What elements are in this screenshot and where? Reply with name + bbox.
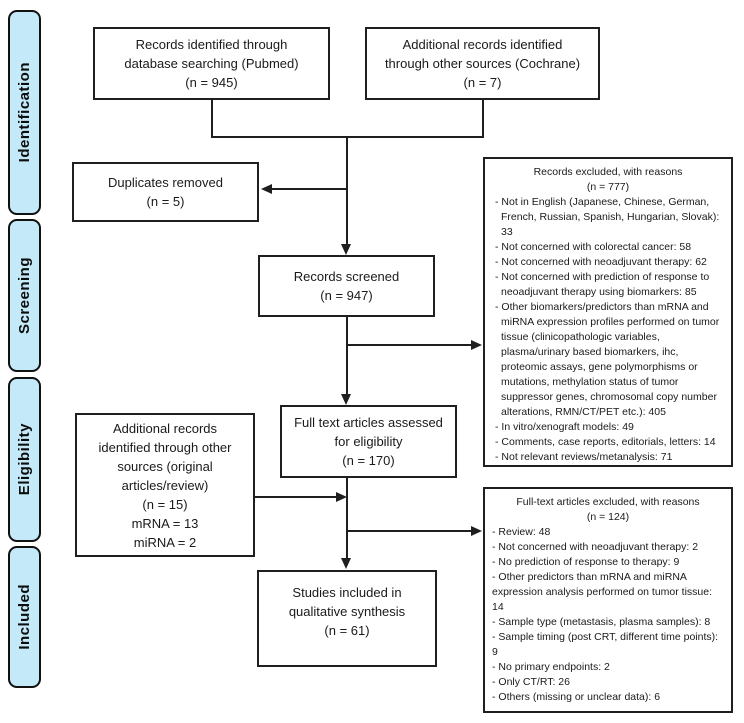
- box-full-text-excluded: Full-text articles excluded, with reason…: [483, 487, 733, 713]
- box-title-line: (n = 124): [586, 511, 630, 523]
- exclusion-reason: - No prediction of response to therapy: …: [492, 556, 680, 568]
- box-text-line: Studies included in: [292, 585, 402, 600]
- exclusion-reason: - Not concerned with prediction of respo…: [495, 271, 710, 298]
- box-text-line: miRNA = 2: [133, 534, 197, 550]
- box-text-line: (n = 15): [142, 496, 188, 512]
- exclusion-reason: - Not concerned with colorectal cancer: …: [495, 241, 692, 253]
- exclusion-reason: - Sample timing (post CRT, different tim…: [492, 631, 719, 658]
- stage-included-label: Included: [16, 584, 33, 650]
- exclusion-reason: - Others (missing or unclear data): 6: [492, 691, 661, 703]
- exclusion-reason: - Not concerned with neoadjuvant therapy…: [495, 256, 707, 268]
- connector-to-assessed: [346, 317, 348, 396]
- exclusion-reason: - Only CT/RT: 26: [492, 676, 570, 688]
- exclusion-reason: - Not in English (Japanese, Chinese, Ger…: [495, 196, 720, 238]
- box-text-line: (n = 947): [320, 288, 373, 303]
- exclusion-reason: - Sample type (metastasis, plasma sample…: [492, 616, 711, 628]
- box-records-screened: Records screened (n = 947): [258, 255, 435, 317]
- box-text-line: sources (original: [117, 458, 213, 474]
- box-text-line: mRNA = 13: [131, 515, 199, 531]
- connector-to-duplicates: [272, 188, 347, 190]
- box-text-line: (n = 170): [342, 453, 395, 468]
- stage-eligibility: Eligibility: [8, 377, 41, 542]
- box-text-line: qualitative synthesis: [288, 604, 406, 619]
- box-title-line: (n = 777): [586, 181, 630, 193]
- box-additional-records-original: Additional records identified through oth…: [75, 413, 255, 557]
- connector-to-screened: [346, 136, 348, 246]
- box-text-line: database searching (Pubmed): [124, 56, 299, 71]
- arrowhead-from-additional-records-icon: [336, 492, 347, 502]
- stage-included: Included: [8, 546, 41, 688]
- records-excluded-title: Records excluded, with reasons (n = 777): [492, 165, 724, 195]
- exclusion-reason: - Other predictors than mRNA and miRNA e…: [492, 571, 713, 613]
- box-text-line: (n = 945): [185, 75, 238, 90]
- exclusion-reason: - Other biomarkers/predictors than mRNA …: [495, 301, 720, 418]
- arrowhead-to-full-text-excluded-icon: [471, 526, 482, 536]
- exclusion-reason: - Review: 48: [492, 526, 551, 538]
- connector-to-included: [346, 478, 348, 560]
- box-text-line: (n = 5): [146, 194, 185, 209]
- stage-screening-label: Screening: [16, 256, 33, 335]
- connector-cochrane-down: [482, 100, 484, 138]
- stage-eligibility-label: Eligibility: [16, 423, 33, 496]
- exclusion-reason: - Not concerned with neoadjuvant therapy…: [492, 541, 699, 553]
- box-title-line: Records excluded, with reasons: [533, 166, 683, 178]
- full-text-excluded-title: Full-text articles excluded, with reason…: [492, 495, 724, 525]
- box-records-identified-pubmed: Records identified through database searc…: [93, 27, 330, 100]
- arrowhead-to-included-icon: [341, 558, 351, 569]
- box-full-text-assessed: Full text articles assessed for eligibili…: [280, 405, 457, 478]
- box-text-line: through other sources (Cochrane): [384, 56, 581, 71]
- arrowhead-to-duplicates-icon: [261, 184, 272, 194]
- exclusion-reason: - Comments, case reports, editorials, le…: [495, 436, 716, 448]
- arrowhead-to-records-excluded-icon: [471, 340, 482, 350]
- full-text-excluded-reasons: - Review: 48 - Not concerned with neoadju…: [492, 525, 724, 705]
- connector-to-full-text-excluded: [347, 530, 471, 532]
- records-excluded-reasons: - Not in English (Japanese, Chinese, Ger…: [492, 195, 724, 465]
- stage-identification: Identification: [8, 10, 41, 215]
- box-text-line: Additional records: [112, 420, 218, 436]
- box-text-line: for eligibility: [334, 434, 403, 449]
- arrowhead-to-assessed-icon: [341, 394, 351, 405]
- box-studies-included: Studies included in qualitative synthesis…: [257, 570, 437, 667]
- exclusion-reason: - Not relevant reviews/metanalysis: 71: [495, 451, 673, 463]
- box-records-excluded: Records excluded, with reasons(n = 777) …: [483, 157, 733, 467]
- exclusion-reason: - In vitro/xenograft models: 49: [495, 421, 634, 433]
- box-text-line: Additional records identified: [402, 37, 563, 52]
- connector-pubmed-down: [211, 100, 213, 138]
- box-text-line: Records identified through: [135, 37, 288, 52]
- stage-screening: Screening: [8, 219, 41, 372]
- box-title-line: Full-text articles excluded, with reason…: [516, 496, 700, 508]
- box-text-line: (n = 61): [324, 623, 370, 638]
- box-text-line: Records screened: [293, 269, 400, 284]
- box-additional-records-cochrane: Additional records identified through oth…: [365, 27, 600, 100]
- box-text-line: Duplicates removed: [108, 175, 223, 190]
- box-text-line: (n = 7): [463, 75, 502, 90]
- exclusion-reason: - No primary endpoints: 2: [492, 661, 610, 673]
- box-text-line: articles/review): [121, 477, 209, 493]
- arrowhead-to-screened-icon: [341, 244, 351, 255]
- connector-to-records-excluded: [347, 344, 471, 346]
- box-text-line: identified through other: [98, 439, 232, 455]
- box-duplicates-removed: Duplicates removed (n = 5): [72, 162, 259, 222]
- stage-identification-label: Identification: [16, 62, 33, 163]
- box-text-line: Full text articles assessed: [294, 415, 443, 430]
- connector-from-additional-records: [255, 496, 336, 498]
